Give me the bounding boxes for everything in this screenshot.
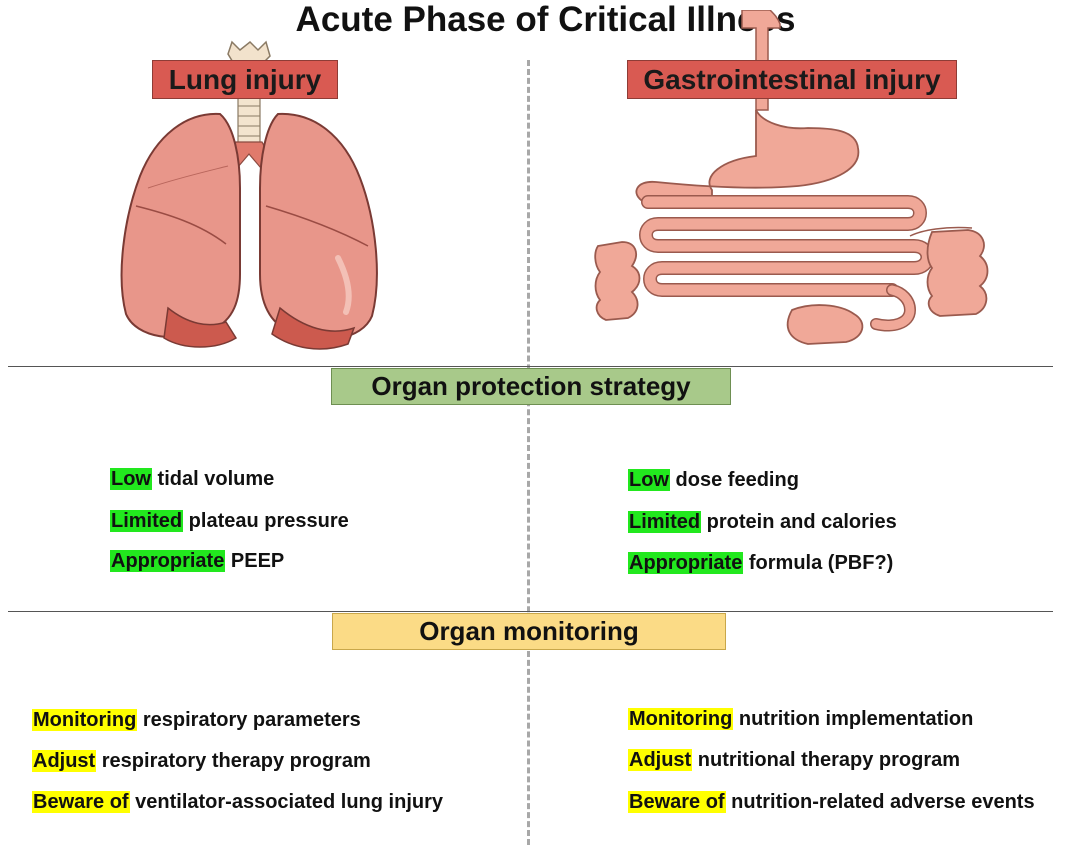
organ-protection-strategy-heading: Organ protection strategy	[331, 368, 731, 405]
list-item: Low dose feeding	[628, 468, 799, 493]
center-dashed-divider	[527, 60, 530, 845]
list-item: Monitoring nutrition implementation	[628, 707, 973, 732]
highlight-keyword: Appropriate	[110, 550, 226, 572]
item-text: ventilator-associated lung injury	[129, 791, 443, 813]
list-item: Appropriate formula (PBF?)	[628, 551, 893, 576]
list-item: Monitoring respiratory parameters	[32, 708, 361, 733]
highlight-keyword: Limited	[628, 511, 702, 533]
intestine-icon	[594, 10, 989, 345]
item-text: plateau pressure	[183, 510, 349, 532]
item-text: respiratory therapy program	[96, 750, 371, 772]
highlight-keyword: Beware of	[628, 791, 726, 813]
item-text: dose feeding	[670, 469, 799, 491]
lungs-icon	[120, 40, 378, 350]
section-divider-top	[8, 366, 1053, 367]
highlight-keyword: Monitoring	[628, 708, 734, 730]
highlight-keyword: Low	[110, 468, 152, 490]
highlight-keyword: Appropriate	[628, 552, 744, 574]
list-item: Limited plateau pressure	[110, 509, 349, 534]
organ-monitoring-heading: Organ monitoring	[332, 613, 726, 650]
diagram-title: Acute Phase of Critical Illness	[295, 0, 796, 39]
highlight-keyword: Adjust	[628, 749, 693, 771]
gastrointestinal-injury-label: Gastrointestinal injury	[627, 60, 957, 99]
highlight-keyword: Adjust	[32, 750, 97, 772]
list-item: Low tidal volume	[110, 467, 274, 492]
highlight-keyword: Beware of	[32, 791, 130, 813]
list-item: Limited protein and calories	[628, 510, 897, 535]
item-text: nutrition implementation	[733, 708, 974, 730]
section-divider-middle	[8, 611, 1053, 612]
highlight-keyword: Monitoring	[32, 709, 138, 731]
item-text: protein and calories	[701, 511, 897, 533]
item-text: tidal volume	[152, 468, 275, 490]
highlight-keyword: Low	[628, 469, 670, 491]
highlight-keyword: Limited	[110, 510, 184, 532]
lung-injury-label: Lung injury	[152, 60, 338, 99]
list-item: Beware of ventilator-associated lung inj…	[32, 790, 443, 815]
item-text: nutrition-related adverse events	[725, 791, 1035, 813]
list-item: Beware of nutrition-related adverse even…	[628, 790, 1035, 815]
list-item: Appropriate PEEP	[110, 549, 284, 574]
item-text: nutritional therapy program	[692, 749, 961, 771]
list-item: Adjust nutritional therapy program	[628, 748, 960, 773]
item-text: PEEP	[225, 550, 285, 572]
item-text: formula (PBF?)	[743, 552, 894, 574]
list-item: Adjust respiratory therapy program	[32, 749, 371, 774]
item-text: respiratory parameters	[137, 709, 361, 731]
